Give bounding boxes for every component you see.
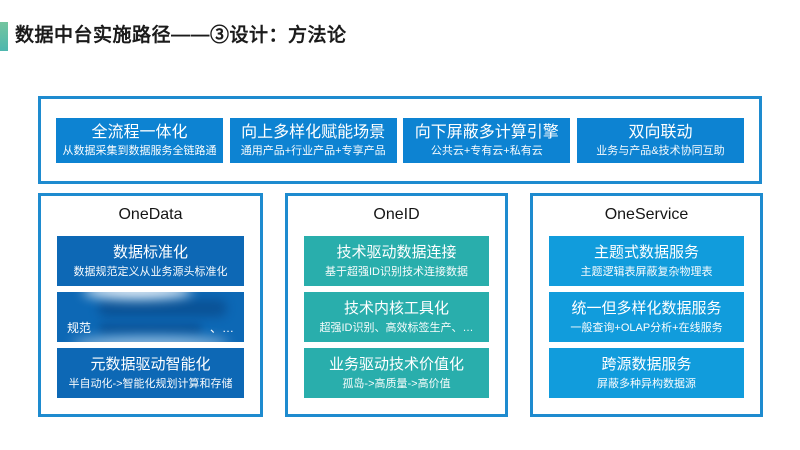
card-subtitle: 超强ID识别、高效标签生产、… xyxy=(319,322,474,334)
strategy-card-subtitle: 通用产品+行业产品+专享产品 xyxy=(240,145,386,157)
card-subtitle: 数据规范定义从业务源头标准化 xyxy=(73,266,228,278)
strategy-card-title: 向上多样化赋能场景 xyxy=(241,124,386,141)
panel-oneservice: OneService 主题式数据服务 主题逻辑表屏蔽复杂物理表 统一但多样化数据… xyxy=(530,193,763,417)
strategy-card-subtitle: 从数据采集到数据服务全链路通 xyxy=(62,145,217,157)
panel-oneid-header: OneID xyxy=(373,206,420,223)
oneservice-card-thematic: 主题式数据服务 主题逻辑表屏蔽复杂物理表 xyxy=(549,236,744,286)
oneservice-card-crosssource: 跨源数据服务 屏蔽多种异构数据源 xyxy=(549,348,744,398)
card-subtitle: 主题逻辑表屏蔽复杂物理表 xyxy=(580,266,713,278)
card-title: 技术内核工具化 xyxy=(343,300,449,317)
card-subtitle: 孤岛->高质量->高价值 xyxy=(342,378,451,390)
strategy-card-downward-engines: 向下屏蔽多计算引擎 公共云+专有云+私有云 xyxy=(403,117,571,163)
card-subtitle: 基于超强ID识别技术连接数据 xyxy=(325,266,468,278)
onedata-card-blurred: 规范 、… xyxy=(57,292,244,342)
card-title: 统一但多样化数据服务 xyxy=(571,300,722,317)
white-smudge xyxy=(83,292,192,299)
oneid-card-connection: 技术驱动数据连接 基于超强ID识别技术连接数据 xyxy=(304,236,489,286)
card-title: 跨源数据服务 xyxy=(601,356,692,373)
blurred-fragment-left: 规范 xyxy=(67,321,92,335)
card-title: 业务驱动技术价值化 xyxy=(328,356,464,373)
card-title: 主题式数据服务 xyxy=(593,244,699,261)
panel-oneid-cards: 技术驱动数据连接 基于超强ID识别技术连接数据 技术内核工具化 超强ID识别、高… xyxy=(288,236,505,398)
white-smudge xyxy=(71,337,230,342)
panel-oneservice-header: OneService xyxy=(604,206,689,223)
card-subtitle: 屏蔽多种异构数据源 xyxy=(597,378,696,390)
title-accent-bar xyxy=(0,22,8,51)
card-subtitle: 一般查询+OLAP分析+在线服务 xyxy=(570,322,723,334)
onedata-card-standardization: 数据标准化 数据规范定义从业务源头标准化 xyxy=(57,236,244,286)
strategy-card-title: 双向联动 xyxy=(628,124,693,141)
strategy-card-full-process: 全流程一体化 从数据采集到数据服务全链路通 xyxy=(56,117,223,163)
card-title: 元数据驱动智能化 xyxy=(90,356,211,373)
card-title: 技术驱动数据连接 xyxy=(336,244,457,261)
blurred-title-blob xyxy=(98,299,228,317)
panel-onedata: OneData 数据标准化 数据规范定义从业务源头标准化 规范 、… 元数据驱动… xyxy=(38,193,263,417)
oneid-card-tooling: 技术内核工具化 超强ID识别、高效标签生产、… xyxy=(304,292,489,342)
blurred-text-blob xyxy=(99,323,202,334)
strategy-card-title: 向下屏蔽多计算引擎 xyxy=(414,124,559,141)
panel-onedata-header: OneData xyxy=(118,206,183,223)
strategy-card-subtitle: 业务与产品&技术协同互助 xyxy=(596,145,725,157)
blurred-fragment-right: 、… xyxy=(209,321,234,335)
strategy-overview-box: 全流程一体化 从数据采集到数据服务全链路通 向上多样化赋能场景 通用产品+行业产… xyxy=(38,96,762,184)
oneservice-card-unified: 统一但多样化数据服务 一般查询+OLAP分析+在线服务 xyxy=(549,292,744,342)
oneid-card-value: 业务驱动技术价值化 孤岛->高质量->高价值 xyxy=(304,348,489,398)
strategy-card-subtitle: 公共云+专有云+私有云 xyxy=(430,145,543,157)
panel-oneservice-cards: 主题式数据服务 主题逻辑表屏蔽复杂物理表 统一但多样化数据服务 一般查询+OLA… xyxy=(533,236,760,398)
strategy-card-bidirectional: 双向联动 业务与产品&技术协同互助 xyxy=(576,117,744,163)
panel-onedata-cards: 数据标准化 数据规范定义从业务源头标准化 规范 、… 元数据驱动智能化 半自动化… xyxy=(41,236,260,398)
panel-oneid: OneID 技术驱动数据连接 基于超强ID识别技术连接数据 技术内核工具化 超强… xyxy=(285,193,508,417)
strategy-card-title: 全流程一体化 xyxy=(91,124,188,141)
card-subtitle: 半自动化->智能化规划计算和存储 xyxy=(68,378,233,390)
page-title: 数据中台实施路径——③设计：方法论 xyxy=(15,25,347,46)
strategy-card-upward-scenarios: 向上多样化赋能场景 通用产品+行业产品+专享产品 xyxy=(229,117,397,163)
card-title: 数据标准化 xyxy=(112,244,188,261)
onedata-card-metadata: 元数据驱动智能化 半自动化->智能化规划计算和存储 xyxy=(57,348,244,398)
blurred-subtitle-row: 规范 、… xyxy=(67,321,234,336)
